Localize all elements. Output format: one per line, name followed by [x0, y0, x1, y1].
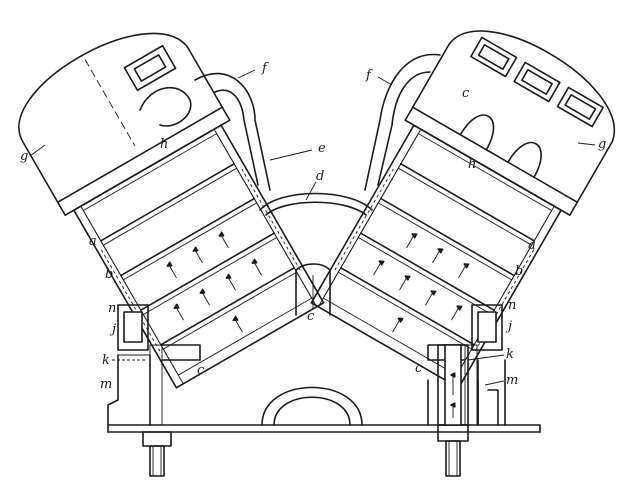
label-a-left: a — [89, 234, 97, 249]
label-g-right: g — [598, 137, 606, 152]
label-c-right: c — [415, 361, 423, 376]
reference-labels: g f h e d a b n j c c k m f c h g a b n … — [20, 61, 606, 392]
label-m-right: m — [506, 373, 518, 388]
label-d: d — [316, 169, 324, 184]
intake-manifold — [194, 53, 441, 316]
left-stud — [142, 431, 172, 477]
label-j-left: j — [109, 322, 116, 337]
label-c-left: c — [197, 363, 205, 378]
label-k-right: k — [506, 347, 514, 362]
label-m-left: m — [100, 377, 112, 392]
label-n-right: n — [508, 298, 516, 313]
label-c-head: c — [462, 86, 470, 101]
left-water-jacket — [117, 304, 149, 351]
right-cylinder-bank — [310, 30, 616, 389]
label-b-right: b — [515, 264, 523, 279]
label-g-left: g — [20, 149, 28, 164]
label-h-left: h — [160, 137, 168, 152]
label-c-center: c — [307, 309, 315, 324]
label-e: e — [318, 141, 326, 156]
label-h-right: h — [468, 157, 476, 172]
label-j-right: j — [505, 319, 512, 334]
label-n-left: n — [108, 301, 116, 316]
left-cylinder-bank — [18, 32, 325, 389]
label-f-left: f — [261, 61, 269, 76]
label-b-left: b — [105, 267, 113, 282]
right-stud — [427, 379, 499, 477]
right-water-jacket — [437, 304, 503, 426]
label-a-right: a — [528, 238, 536, 253]
label-k-left: k — [102, 353, 110, 368]
label-f-right: f — [365, 68, 373, 83]
left-port-detail — [123, 44, 192, 127]
